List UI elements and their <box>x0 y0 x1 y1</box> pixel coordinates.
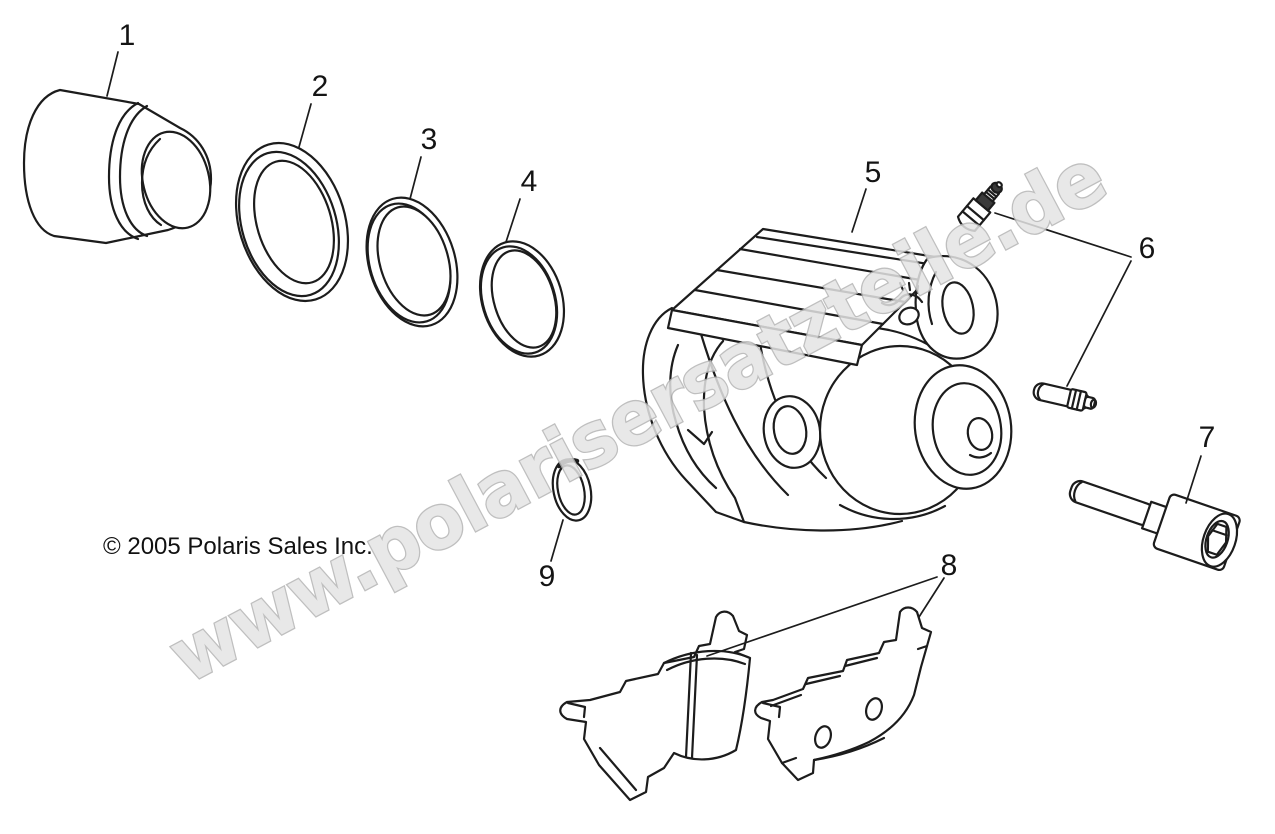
part-ring-3 <box>365 196 459 328</box>
part-guide-pin <box>1032 382 1098 412</box>
part-label-6: 6 <box>1138 232 1156 265</box>
part-bleeder-screw <box>956 181 1003 232</box>
part-piston <box>22 88 213 245</box>
part-label-5: 5 <box>864 156 882 189</box>
part-label-7: 7 <box>1198 421 1216 454</box>
leader-lines <box>106 51 1202 657</box>
part-label-8: 8 <box>940 549 958 582</box>
copyright-text: © 2005 Polaris Sales Inc. <box>103 533 373 560</box>
part-brake-pad-left <box>559 610 752 802</box>
part-label-1: 1 <box>118 19 136 52</box>
part-label-3: 3 <box>420 123 438 156</box>
part-oring-9 <box>551 457 593 522</box>
part-caliper-body <box>641 227 1013 532</box>
part-label-9: 9 <box>538 560 556 593</box>
part-seal-ring <box>234 141 350 303</box>
part-mounting-bolt <box>1068 479 1241 572</box>
part-label-2: 2 <box>311 70 329 103</box>
part-label-4: 4 <box>520 165 538 198</box>
part-brake-pad-right <box>754 606 933 782</box>
part-oring-4 <box>478 240 566 358</box>
